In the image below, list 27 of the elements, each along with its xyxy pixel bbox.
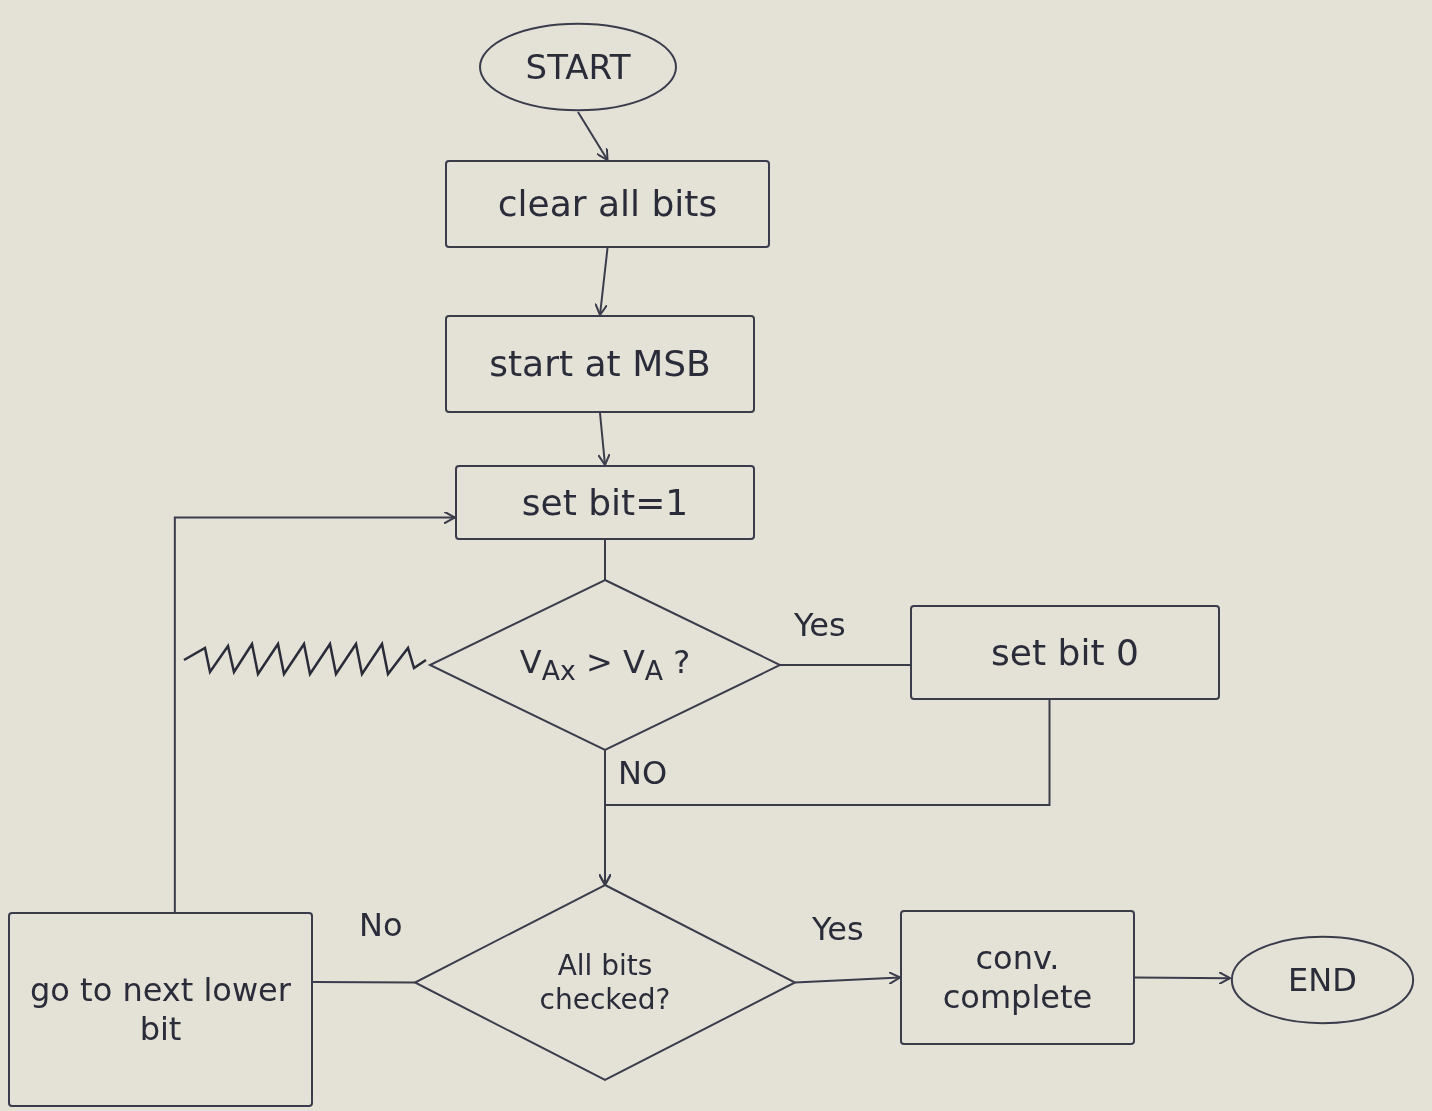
terminal-ellipse — [478, 22, 678, 112]
arrow — [794, 971, 901, 985]
terminal-ellipse — [1230, 935, 1415, 1025]
node-text: set bit 0 — [991, 630, 1139, 675]
node-text: END — [1288, 960, 1357, 1000]
process-box — [910, 605, 1220, 700]
arrow — [1134, 971, 1231, 986]
arrow — [173, 510, 456, 913]
node-text: All bits checked? — [538, 948, 672, 1017]
node-text: start at MSB — [489, 342, 711, 386]
node-text: set bit=1 — [521, 480, 689, 525]
process-box — [900, 910, 1135, 1045]
process-box — [445, 315, 755, 413]
decision-diamond — [430, 580, 780, 750]
node-text: conv. complete — [941, 939, 1094, 1016]
arrow — [577, 111, 609, 161]
node-text: START — [525, 46, 631, 88]
node-text: V$_{Ax}$ > V$_{A}$ ? — [519, 642, 691, 688]
process-box — [8, 912, 313, 1107]
decision-diamond — [415, 885, 795, 1080]
process-box — [445, 160, 770, 248]
arrow — [596, 412, 611, 466]
arrow — [598, 699, 1051, 886]
node-text: go to next lower bit — [29, 971, 292, 1048]
node-text: clear all bits — [497, 182, 718, 226]
arrow — [594, 247, 609, 316]
process-box — [455, 465, 755, 540]
